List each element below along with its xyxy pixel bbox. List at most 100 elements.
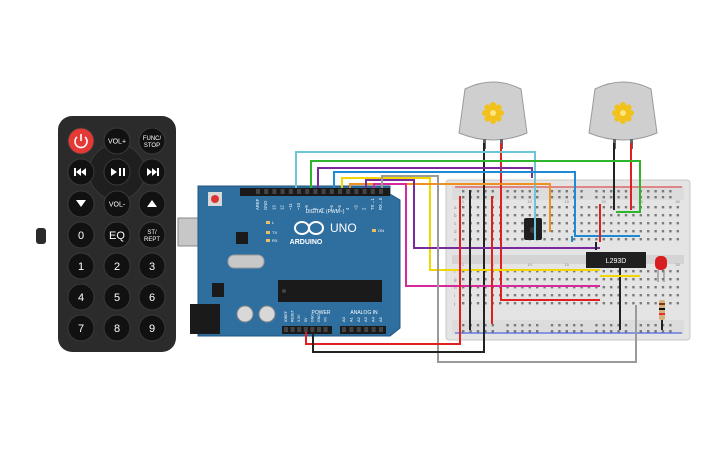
breadboard-hole[interactable] <box>528 286 531 289</box>
wire-gray[interactable] <box>381 175 637 363</box>
rail-hole[interactable] <box>476 196 480 199</box>
breadboard-hole[interactable] <box>624 286 628 289</box>
breadboard-hole[interactable] <box>669 270 672 273</box>
breadboard-hole[interactable] <box>565 278 568 281</box>
rail-hole[interactable] <box>506 196 509 199</box>
breadboard-hole[interactable] <box>528 278 531 281</box>
rail-hole[interactable] <box>624 196 628 199</box>
rail-hole[interactable] <box>654 190 657 193</box>
digit-0-button[interactable]: 0 <box>67 221 95 249</box>
breadboard-hole[interactable] <box>602 286 605 289</box>
breadboard-hole[interactable] <box>558 278 561 281</box>
breadboard-hole[interactable] <box>639 238 642 241</box>
digital-pin[interactable] <box>256 189 260 194</box>
breadboard-hole[interactable] <box>565 222 568 225</box>
breadboard-hole[interactable] <box>543 294 546 297</box>
breadboard-hole[interactable] <box>506 286 509 289</box>
breadboard-hole[interactable] <box>528 294 531 297</box>
rail-hole[interactable] <box>536 190 539 193</box>
ir-receiver[interactable] <box>524 218 542 240</box>
breadboard-hole[interactable] <box>647 286 650 289</box>
breadboard-hole[interactable] <box>639 222 642 225</box>
breadboard-hole[interactable] <box>558 294 561 297</box>
breadboard-hole[interactable] <box>513 222 517 225</box>
breadboard-hole[interactable] <box>661 294 665 297</box>
rail-hole[interactable] <box>565 190 568 193</box>
breadboard-hole[interactable] <box>595 214 598 217</box>
breadboard-hole[interactable] <box>513 278 517 281</box>
rail-hole[interactable] <box>528 324 531 327</box>
rail-hole[interactable] <box>521 196 524 199</box>
rail-hole[interactable] <box>462 196 465 199</box>
breadboard-hole[interactable] <box>550 278 554 281</box>
rail-hole[interactable] <box>476 190 480 193</box>
rail-hole[interactable] <box>661 196 665 199</box>
wire-cyan[interactable] <box>295 151 536 240</box>
breadboard-hole[interactable] <box>595 270 598 273</box>
breadboard-hole[interactable] <box>536 270 539 273</box>
breadboard-hole[interactable] <box>610 206 613 209</box>
breadboard-hole[interactable] <box>602 294 605 297</box>
breadboard-hole[interactable] <box>543 222 546 225</box>
wire-orange[interactable] <box>349 183 551 232</box>
rail-hole[interactable] <box>639 324 642 327</box>
breadboard-hole[interactable] <box>647 222 650 225</box>
breadboard-hole[interactable] <box>647 294 650 297</box>
breadboard-hole[interactable] <box>573 270 576 273</box>
breadboard-hole[interactable] <box>654 294 657 297</box>
breadboard-hole[interactable] <box>565 238 568 241</box>
breadboard-hole[interactable] <box>528 302 531 305</box>
breadboard-hole[interactable] <box>550 222 554 225</box>
breadboard-hole[interactable] <box>617 230 620 233</box>
digital-pin[interactable] <box>346 189 351 194</box>
breadboard-hole[interactable] <box>602 278 605 281</box>
rail-hole[interactable] <box>565 330 568 333</box>
breadboard-hole[interactable] <box>617 302 620 305</box>
motor-left-wire-red[interactable] <box>500 143 600 301</box>
digital-pin[interactable] <box>280 189 285 194</box>
breadboard-hole[interactable] <box>647 214 650 217</box>
breadboard-hole[interactable] <box>676 302 679 305</box>
breadboard-hole[interactable] <box>610 278 613 281</box>
digit-8-button[interactable]: 8 <box>103 314 131 342</box>
rail-hole[interactable] <box>610 190 613 193</box>
breadboard-hole[interactable] <box>580 302 583 305</box>
digit-4-button[interactable]: 4 <box>67 283 95 311</box>
breadboard-hole[interactable] <box>602 214 605 217</box>
breadboard-hole[interactable] <box>462 286 465 289</box>
breadboard-hole[interactable] <box>602 302 605 305</box>
rail-hole[interactable] <box>617 196 620 199</box>
rail-hole[interactable] <box>476 324 480 327</box>
rail-hole[interactable] <box>506 324 509 327</box>
rail-hole[interactable] <box>558 196 561 199</box>
breadboard-hole[interactable] <box>632 230 635 233</box>
breadboard-hole[interactable] <box>587 230 591 233</box>
rail-hole[interactable] <box>484 324 487 327</box>
breadboard-hole[interactable] <box>617 294 620 297</box>
breadboard-hole[interactable] <box>676 270 679 273</box>
breadboard-hole[interactable] <box>543 302 546 305</box>
breadboard-hole[interactable] <box>669 214 672 217</box>
breadboard-hole[interactable] <box>521 294 524 297</box>
breadboard-hole[interactable] <box>676 238 679 241</box>
breadboard-hole[interactable] <box>550 238 554 241</box>
motor-left[interactable] <box>458 81 528 149</box>
breadboard-hole[interactable] <box>587 214 591 217</box>
digital-pin[interactable] <box>272 189 277 194</box>
breadboard-hole[interactable] <box>647 230 650 233</box>
analog-pin[interactable] <box>371 327 376 332</box>
breadboard-hole[interactable] <box>462 222 465 225</box>
breadboard-hole[interactable] <box>580 206 583 209</box>
digital-pin[interactable] <box>305 189 310 194</box>
breadboard-hole[interactable] <box>550 214 554 217</box>
breadboard-hole[interactable] <box>624 270 628 273</box>
vol-down-button[interactable]: VOL- <box>103 190 131 218</box>
rail-hole[interactable] <box>491 330 494 333</box>
breadboard-hole[interactable] <box>587 206 591 209</box>
breadboard-hole[interactable] <box>602 230 605 233</box>
breadboard-hole[interactable] <box>484 238 487 241</box>
breadboard-hole[interactable] <box>647 278 650 281</box>
digital-pin[interactable] <box>321 189 326 194</box>
breadboard-hole[interactable] <box>558 222 561 225</box>
breadboard-hole[interactable] <box>573 278 576 281</box>
